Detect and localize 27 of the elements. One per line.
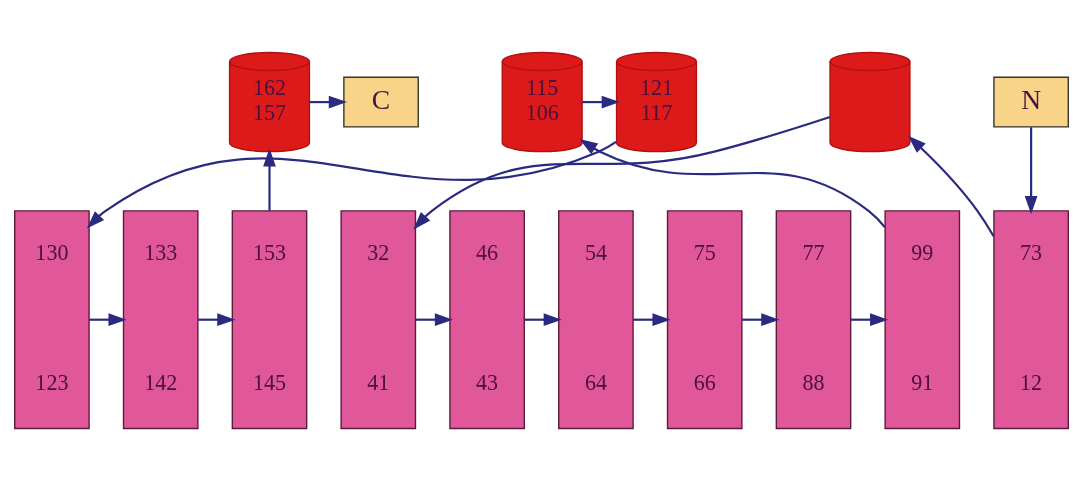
- arrow: [579, 139, 886, 229]
- arrow: [908, 135, 995, 237]
- arrow: [198, 313, 236, 327]
- arrow: [524, 313, 562, 327]
- arrow: [89, 313, 127, 327]
- arrow: [415, 313, 454, 327]
- node-box: 75 66: [666, 210, 743, 430]
- arrow: [413, 115, 831, 230]
- node-box: 99 91: [884, 210, 961, 430]
- node-box: 133 142: [122, 210, 199, 430]
- arrow: [850, 313, 889, 327]
- node-box: 73 12: [993, 210, 1069, 430]
- node-box: 54 64: [558, 210, 634, 430]
- node-box: 46 43: [449, 210, 525, 430]
- node-box: 130 123: [14, 210, 90, 430]
- arrow: [263, 148, 276, 211]
- arrow: [633, 313, 671, 327]
- arrow: [309, 95, 347, 109]
- arrow: [1024, 127, 1038, 215]
- arrow: [582, 95, 620, 109]
- arrow: [742, 313, 780, 327]
- node-box: C: [343, 76, 419, 128]
- node-box: N: [993, 76, 1069, 128]
- arrow: [86, 140, 617, 229]
- node-box: 77 88: [775, 210, 852, 430]
- node-box: 153 145: [231, 210, 308, 430]
- node-box: 32 41: [340, 210, 417, 430]
